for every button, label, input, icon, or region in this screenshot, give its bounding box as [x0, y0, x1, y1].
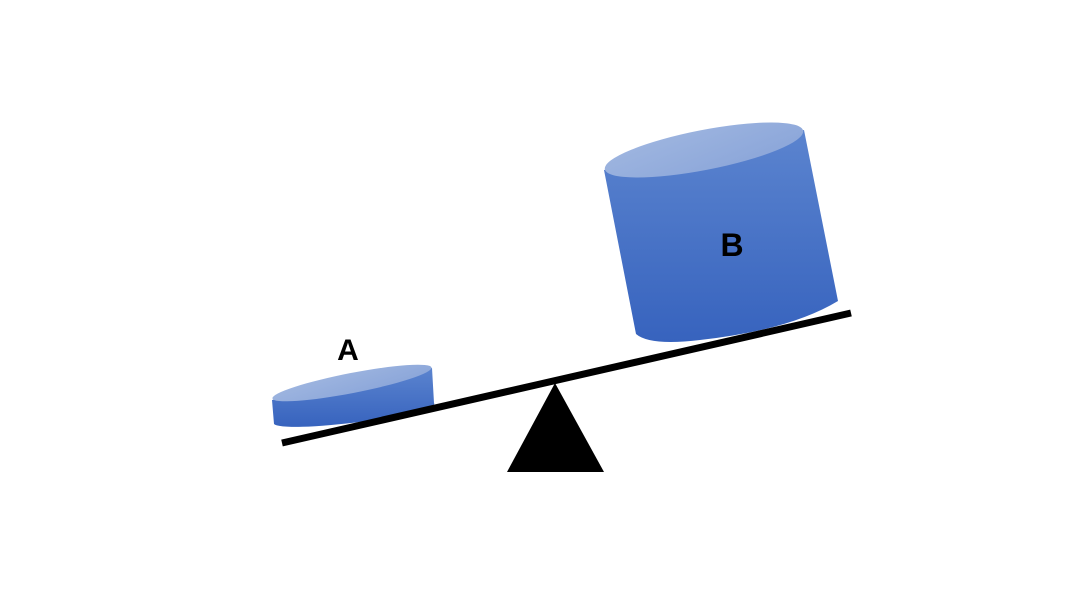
label-a: A — [337, 334, 359, 367]
cylinder-a — [272, 364, 435, 427]
seesaw-beam — [281, 309, 852, 447]
cylinder-b — [604, 122, 838, 342]
fulcrum-triangle — [507, 383, 604, 472]
label-b: B — [720, 227, 743, 263]
